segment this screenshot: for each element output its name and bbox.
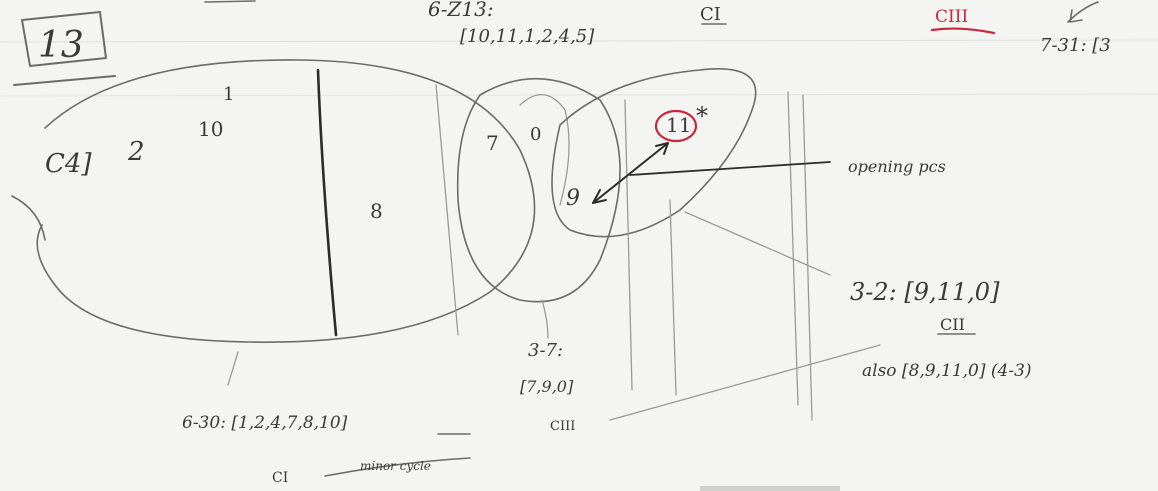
arrow-head-9 bbox=[592, 189, 607, 204]
minor-cycle-leader bbox=[324, 457, 471, 477]
region-3-7-oval bbox=[456, 77, 621, 303]
c4-label: C4] bbox=[45, 149, 92, 179]
pc-10: 10 bbox=[198, 117, 223, 141]
opening-pcs-label: opening pcs bbox=[848, 157, 946, 176]
star-mark: * bbox=[696, 102, 708, 130]
arrow-head-11 bbox=[655, 142, 669, 155]
minor-cycle-label: minor cycle bbox=[360, 459, 431, 473]
top-stroke bbox=[204, 0, 256, 3]
set-32-leader bbox=[684, 211, 831, 276]
opening-pcs-pointer bbox=[629, 161, 831, 176]
divider-line-5 bbox=[802, 94, 813, 421]
region-3-2-oval bbox=[551, 68, 757, 238]
also-set-label: also [8,9,11,0] (4-3) bbox=[862, 361, 1032, 381]
c2-label: CII bbox=[940, 315, 965, 334]
pc-2: 2 bbox=[127, 137, 145, 167]
set-630-leader bbox=[227, 351, 239, 386]
bottom-edge-mark bbox=[700, 486, 840, 491]
set-37-pcs: [7,9,0] bbox=[520, 377, 574, 396]
c3-bottom-label: CIII bbox=[550, 419, 575, 434]
set-37-name: 3-7: bbox=[528, 340, 563, 361]
set-731-label: 7-31: [3 bbox=[1040, 35, 1111, 56]
c3-bottom-leader bbox=[609, 344, 881, 421]
c3-top-label: CIII bbox=[935, 7, 968, 27]
set-6z13-pcs: [10,11,1,2,4,5] bbox=[460, 26, 595, 47]
page-number: 13 bbox=[38, 25, 84, 66]
page-number-box: 13 bbox=[13, 11, 116, 86]
divider-line-1 bbox=[435, 84, 459, 336]
top-arrow-stroke bbox=[1067, 1, 1099, 23]
c3-top-underline bbox=[930, 27, 996, 35]
pc-11: 11 bbox=[666, 113, 691, 137]
divider-line-4 bbox=[787, 91, 799, 406]
pc-0: 0 bbox=[530, 124, 541, 145]
circle-11-highlight bbox=[654, 109, 698, 143]
left-tail-stroke bbox=[11, 195, 46, 241]
ruled-lines bbox=[0, 39, 1158, 97]
set-32-label: 3-2: [9,11,0] bbox=[850, 278, 1000, 306]
pc-9: 9 bbox=[566, 186, 580, 211]
pc-7: 7 bbox=[486, 131, 499, 155]
pc-8: 8 bbox=[370, 199, 383, 223]
inner-oval-stroke bbox=[519, 94, 570, 206]
divider-line-2 bbox=[624, 99, 633, 391]
arrow-9-to-11 bbox=[592, 142, 669, 204]
c1-bottom-label: CI bbox=[272, 470, 288, 486]
set-6z13-name: 6-Z13: bbox=[428, 0, 494, 21]
region-6-30-oval bbox=[36, 59, 536, 343]
set-630-label: 6-30: [1,2,4,7,8,10] bbox=[182, 413, 348, 433]
pc-1: 1 bbox=[223, 84, 234, 105]
divider-line-3 bbox=[669, 199, 677, 396]
c1-top-label: CI bbox=[700, 4, 721, 25]
divider-dark-line bbox=[316, 68, 338, 337]
top-arrow-head bbox=[1069, 9, 1083, 23]
set-37-leader bbox=[541, 299, 549, 339]
